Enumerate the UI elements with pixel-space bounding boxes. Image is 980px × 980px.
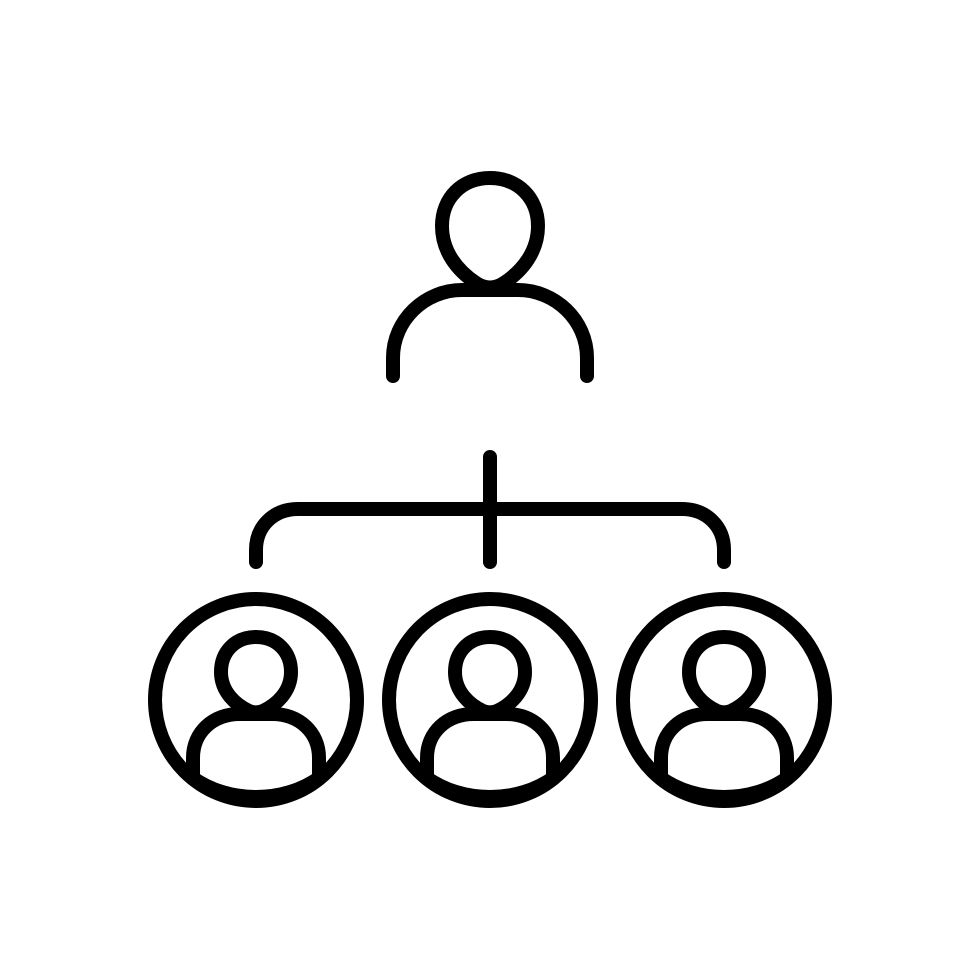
team-member-circle	[616, 592, 832, 808]
team-member-head	[682, 630, 766, 720]
manager-person-icon	[386, 171, 594, 383]
manager-shoulders	[386, 283, 594, 383]
team-member-body	[420, 707, 560, 804]
team-member-circle	[382, 592, 598, 808]
manager-head	[435, 171, 545, 295]
team-member-head	[214, 630, 298, 720]
connector-horizontal-bracket	[249, 502, 731, 569]
team-member-center-icon	[382, 592, 598, 808]
team-member-right-icon	[616, 592, 832, 808]
team-member-body	[654, 707, 794, 804]
hierarchy-connector	[249, 450, 731, 569]
team-member-circle	[148, 592, 364, 808]
team-member-body	[186, 707, 326, 804]
team-member-left-icon	[148, 592, 364, 808]
team-member-head	[448, 630, 532, 720]
